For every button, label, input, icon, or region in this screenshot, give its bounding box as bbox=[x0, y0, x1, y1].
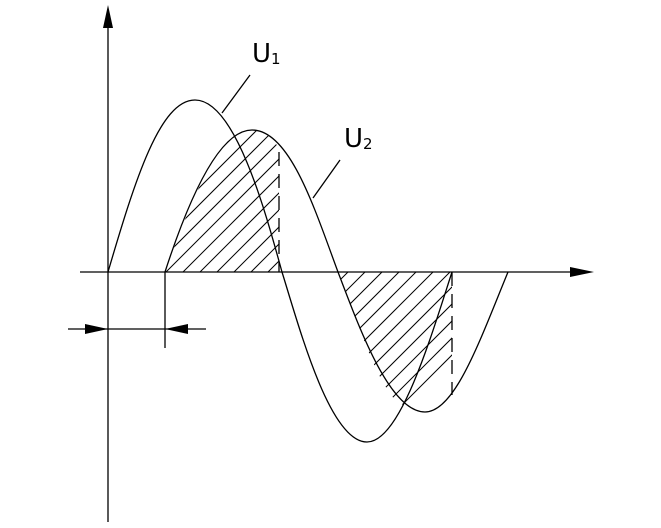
hatch-line bbox=[213, 130, 279, 272]
hatch-line bbox=[435, 125, 585, 275]
u2-leader-line bbox=[312, 159, 341, 199]
hatch-line bbox=[472, 268, 624, 420]
hatch-line bbox=[230, 130, 279, 272]
hatch-line bbox=[165, 130, 279, 272]
hatch-line bbox=[165, 130, 279, 272]
hatch-line bbox=[384, 125, 534, 275]
hatch-line bbox=[165, 130, 178, 272]
hatch-line bbox=[386, 272, 452, 406]
hatch-line bbox=[489, 268, 641, 420]
hatch-line bbox=[165, 130, 229, 272]
hatch-line bbox=[608, 268, 661, 420]
hatch-line bbox=[401, 125, 551, 275]
hatch-line bbox=[420, 272, 452, 406]
hatch-line bbox=[437, 272, 452, 406]
y-axis-arrow bbox=[103, 5, 113, 28]
hatch-line bbox=[165, 130, 263, 272]
hatch-line bbox=[574, 268, 661, 420]
hatch-line bbox=[196, 130, 279, 272]
curve-u2 bbox=[164, 129, 509, 413]
hatch-line bbox=[264, 130, 279, 272]
hatch-line bbox=[10, 125, 160, 275]
phase-arrow-left bbox=[85, 324, 108, 334]
hatched-region-negative bbox=[183, 268, 661, 420]
u2-label: U2 bbox=[344, 124, 373, 154]
hatch-line bbox=[540, 268, 661, 420]
hatch-line bbox=[352, 272, 452, 406]
hatch-line bbox=[338, 272, 387, 406]
hatch-line bbox=[338, 272, 438, 406]
hatch-line bbox=[316, 125, 466, 275]
hatch-line bbox=[418, 125, 568, 275]
u1-leader-line bbox=[221, 74, 251, 114]
phase-arrow-right bbox=[165, 324, 188, 334]
hatch-line bbox=[338, 272, 452, 406]
hatch-line bbox=[338, 272, 421, 406]
hatch-line bbox=[338, 272, 404, 406]
curve-u1 bbox=[107, 99, 453, 443]
hatch-line bbox=[165, 130, 279, 272]
hatch-line bbox=[338, 272, 452, 406]
x-axis-arrow bbox=[570, 267, 594, 277]
hatch-line bbox=[247, 130, 279, 272]
hatch-line bbox=[591, 268, 661, 420]
hatch-line bbox=[506, 268, 658, 420]
hatch-line bbox=[403, 272, 452, 406]
hatch-line bbox=[338, 272, 370, 406]
hatch-line bbox=[179, 130, 279, 272]
hatch-line bbox=[183, 268, 335, 420]
hatch-line bbox=[369, 272, 452, 406]
hatch-line bbox=[299, 125, 449, 275]
u1-label: U1 bbox=[252, 39, 281, 69]
hatched-region-positive bbox=[10, 125, 585, 275]
hatch-line bbox=[557, 268, 661, 420]
hatch-line bbox=[338, 272, 353, 406]
hatch-line bbox=[165, 130, 212, 272]
hatch-line bbox=[523, 268, 661, 420]
hatch-line bbox=[367, 125, 517, 275]
